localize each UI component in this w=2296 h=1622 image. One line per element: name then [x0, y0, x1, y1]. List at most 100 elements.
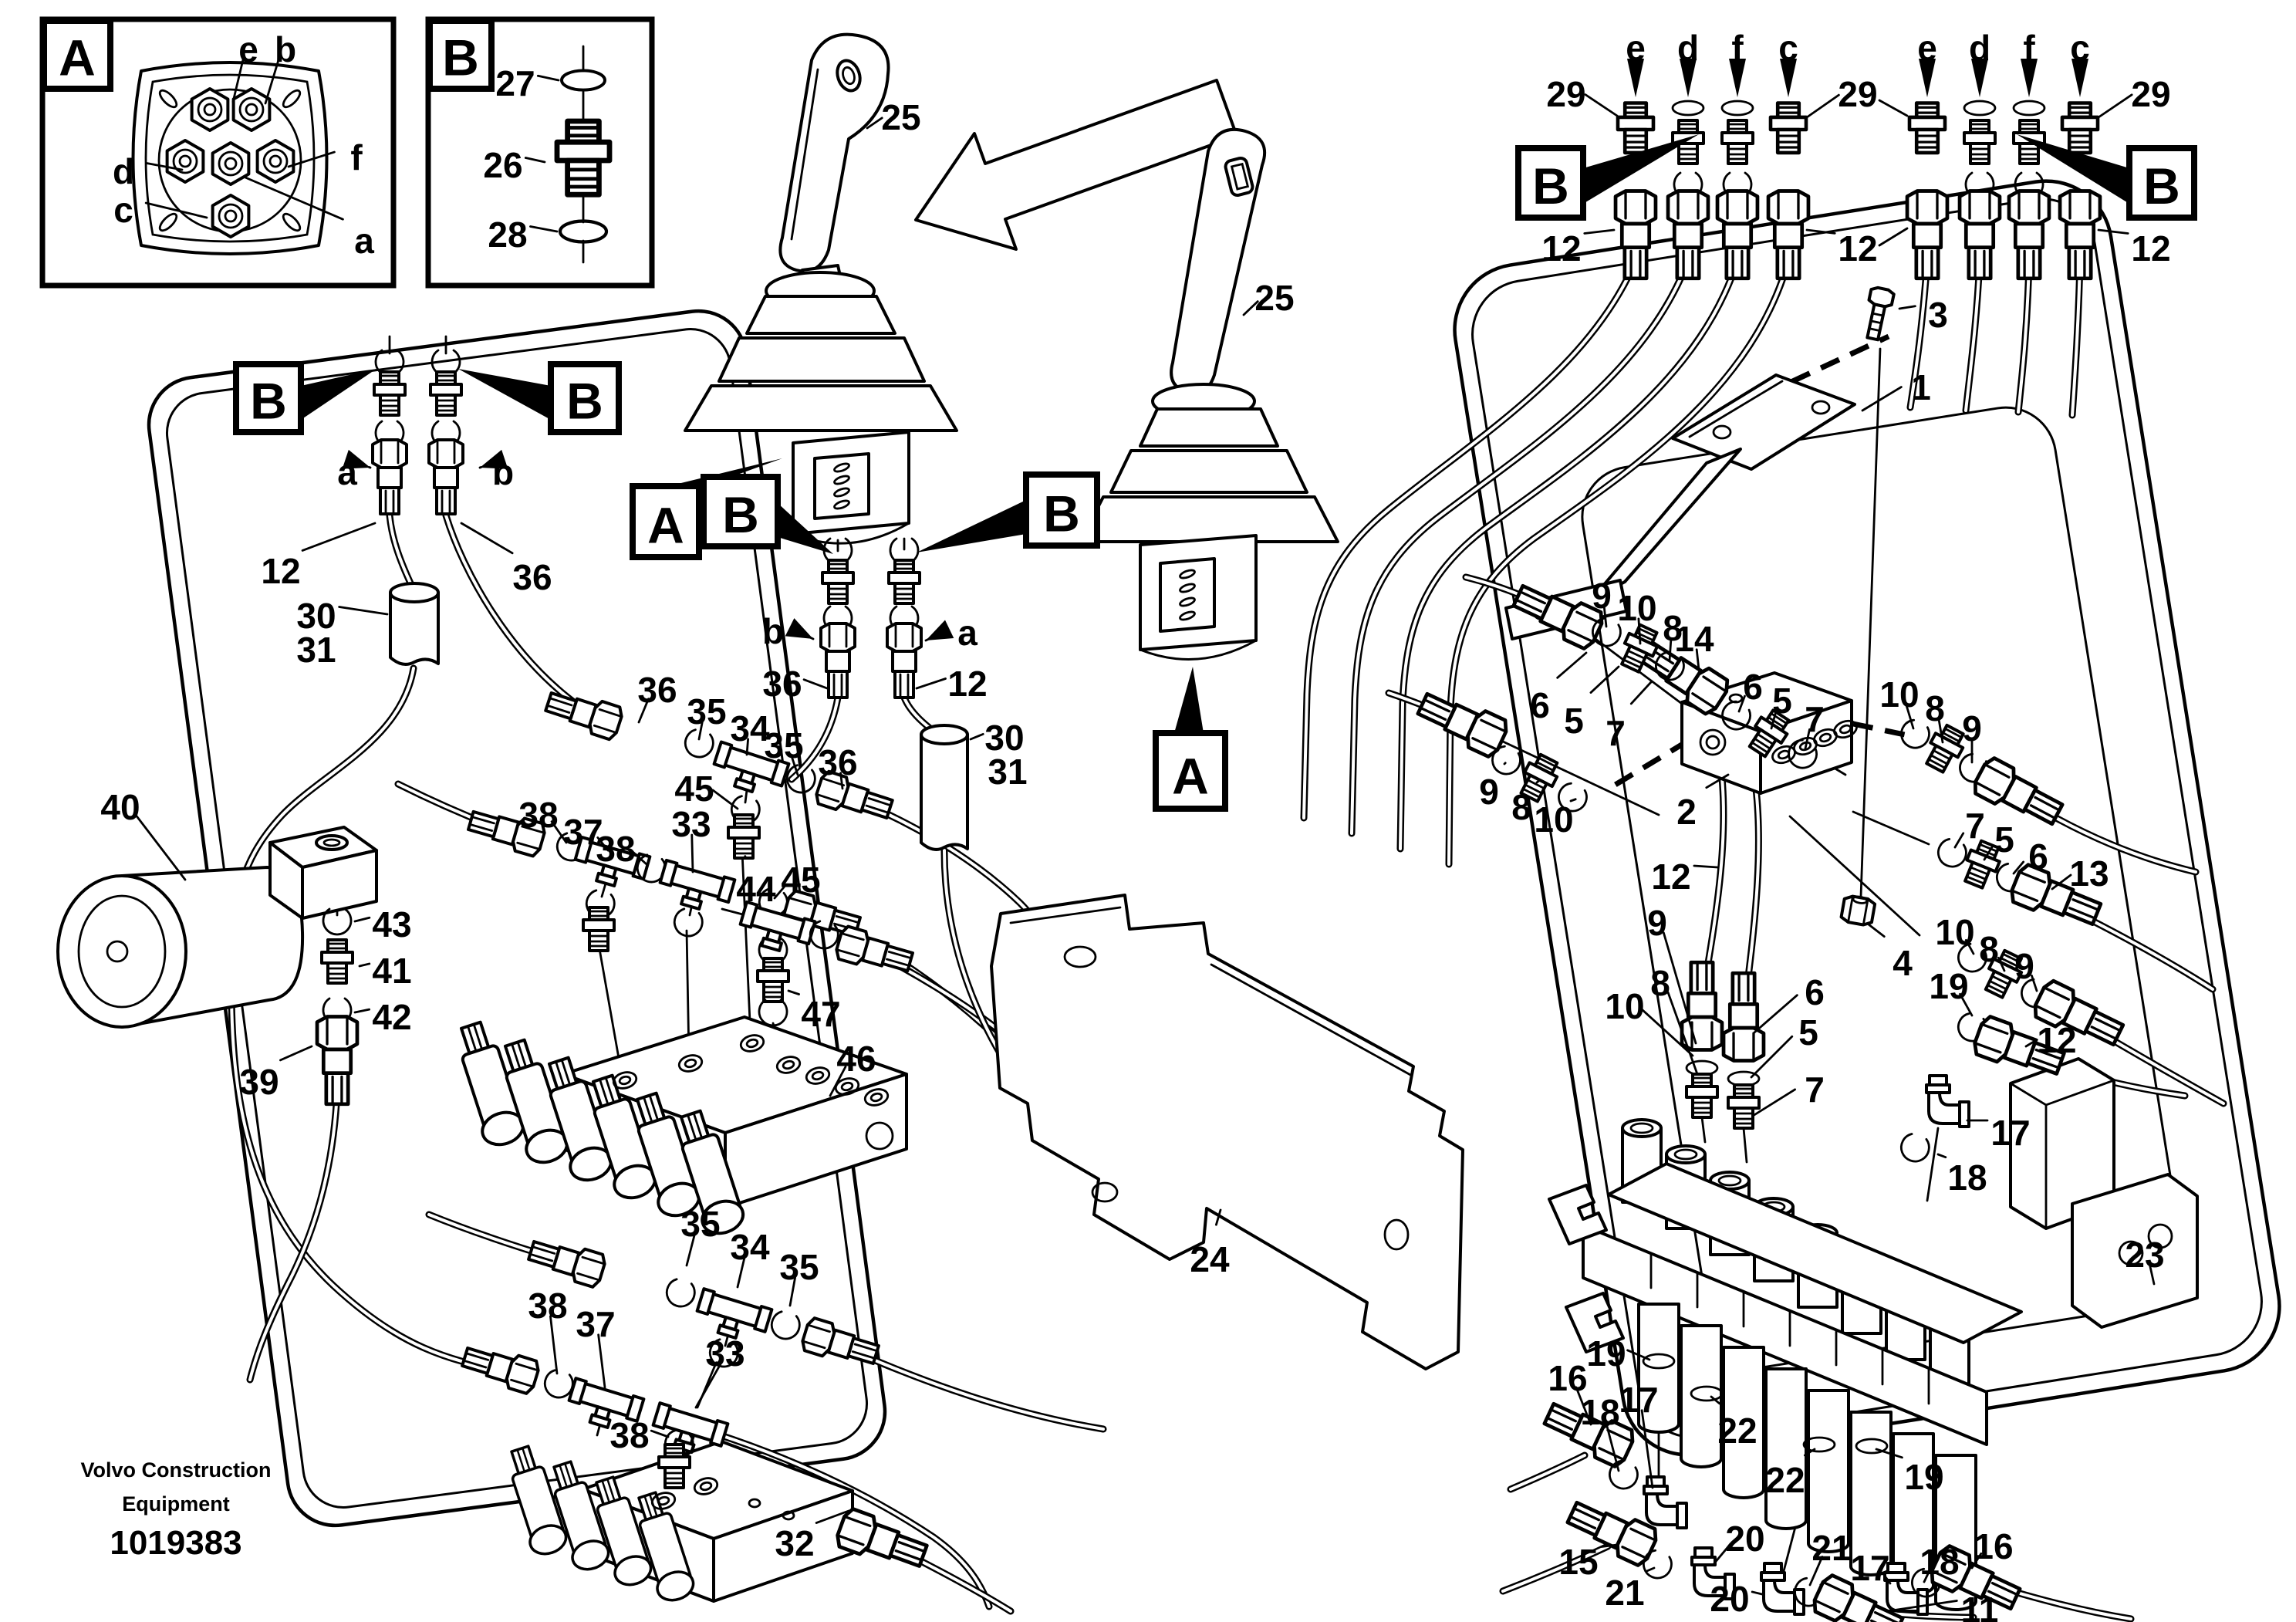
callout-19: 19	[1904, 1457, 1943, 1497]
callout-4: 4	[1893, 943, 1913, 983]
callout-10: 10	[1935, 912, 1974, 952]
nip-fitting	[1727, 1083, 1761, 1130]
nip-fitting	[320, 938, 354, 985]
callout-33: 33	[705, 1333, 745, 1374]
detail-marker-label: B	[722, 486, 759, 543]
bracket-1	[1504, 373, 1856, 640]
callout-43: 43	[372, 904, 411, 944]
callout-7: 7	[1805, 699, 1825, 739]
valve-block-46	[447, 1015, 908, 1240]
down-arrow-icon	[1680, 59, 1697, 97]
detail-marker-b: B	[427, 18, 495, 92]
callout-29: 29	[1546, 74, 1585, 114]
callout-39: 39	[239, 1062, 279, 1102]
bnut-fitting	[2009, 191, 2049, 279]
port-ring	[863, 1088, 890, 1107]
valve-block-32	[499, 1440, 854, 1607]
callout-f: f	[2023, 28, 2035, 68]
callout-12: 12	[261, 551, 300, 591]
callout-30: 30	[984, 718, 1024, 758]
bolt-fitting	[1859, 285, 1896, 343]
callout-18: 18	[1920, 1542, 1959, 1582]
callout-18: 18	[1580, 1392, 1619, 1432]
callout-8: 8	[1663, 608, 1683, 648]
detail-marker-b: B	[233, 361, 376, 435]
callout-40: 40	[100, 787, 140, 827]
bnut-fitting	[1960, 191, 2000, 279]
detail-marker-label: B	[566, 372, 603, 429]
callout-6: 6	[2028, 836, 2048, 877]
callout-20: 20	[1710, 1579, 1749, 1619]
callout-c: c	[1778, 28, 1798, 68]
callout-12: 12	[947, 664, 987, 704]
callout-23: 23	[2125, 1235, 2164, 1275]
manifold-cylinder	[1680, 1324, 1723, 1468]
connector-port	[255, 139, 295, 184]
nip-fitting	[756, 957, 790, 1003]
callout-17: 17	[1850, 1548, 1889, 1588]
detail-marker-label: B	[442, 29, 479, 86]
hnut-fitting	[525, 1232, 609, 1290]
callout-15: 15	[1558, 1542, 1598, 1582]
callout-11: 11	[1961, 1590, 1999, 1622]
callout-36: 36	[762, 664, 802, 704]
callout-17: 17	[1990, 1113, 2030, 1153]
callout-5: 5	[1772, 681, 1792, 721]
callout-13: 13	[2069, 853, 2109, 894]
cring-fitting	[767, 1309, 804, 1343]
callout-38: 38	[528, 1286, 567, 1326]
hnut-fitting	[458, 1339, 542, 1397]
callout-e: e	[1917, 28, 1937, 68]
connector-port	[211, 141, 251, 186]
callout-5: 5	[1994, 819, 2014, 860]
callout-32: 32	[775, 1523, 814, 1563]
oring-fitting	[1671, 100, 1705, 117]
detail-marker-b: B	[458, 361, 622, 435]
callout-19: 19	[1586, 1333, 1626, 1374]
brand-line1: Volvo Construction	[81, 1458, 272, 1482]
hnut-fitting	[886, 622, 923, 699]
nip-fitting	[821, 559, 855, 605]
hnut-fitting	[799, 1315, 883, 1373]
callout-47: 47	[801, 994, 840, 1034]
callout-38: 38	[609, 1415, 649, 1455]
port-groups	[1616, 59, 2100, 279]
callout-16: 16	[1548, 1358, 1587, 1398]
callout-7: 7	[1606, 713, 1626, 753]
callout-25: 25	[1254, 278, 1294, 318]
port-ring	[1833, 719, 1858, 739]
callout-38: 38	[518, 795, 558, 835]
detail-marker-label: A	[647, 497, 684, 554]
bnut-fitting	[1668, 191, 1708, 279]
connector-port	[190, 87, 230, 132]
callout-9: 9	[2014, 946, 2034, 986]
cring-fitting	[1896, 1130, 1933, 1167]
oring-fitting	[2012, 100, 2046, 117]
cring-fitting	[758, 999, 788, 1027]
detail-marker-label: B	[1043, 485, 1080, 542]
cring-fitting	[680, 726, 718, 762]
callout-10: 10	[1605, 986, 1644, 1026]
callout-8: 8	[1511, 787, 1531, 827]
nip-fitting	[1685, 1073, 1719, 1119]
down-arrow-icon	[1729, 59, 1746, 97]
callout-f: f	[350, 137, 363, 177]
callout-12: 12	[2037, 1020, 2076, 1060]
callout-35: 35	[779, 1247, 819, 1287]
bnut-fitting	[1907, 191, 1947, 279]
callout-26: 26	[483, 145, 522, 185]
callout-12: 12	[1541, 228, 1581, 269]
callout-12: 12	[1651, 857, 1690, 897]
callout-35: 35	[764, 725, 803, 765]
callout-9: 9	[1479, 772, 1499, 812]
hnut-fitting	[542, 684, 626, 743]
oring-fitting	[1963, 100, 1997, 117]
nip-fitting	[887, 559, 921, 605]
callout-30: 30	[296, 596, 336, 636]
callout-31: 31	[988, 752, 1027, 792]
callout-2: 2	[1676, 792, 1697, 832]
callout-35: 35	[680, 1204, 720, 1244]
callout-12: 12	[1838, 228, 1877, 269]
